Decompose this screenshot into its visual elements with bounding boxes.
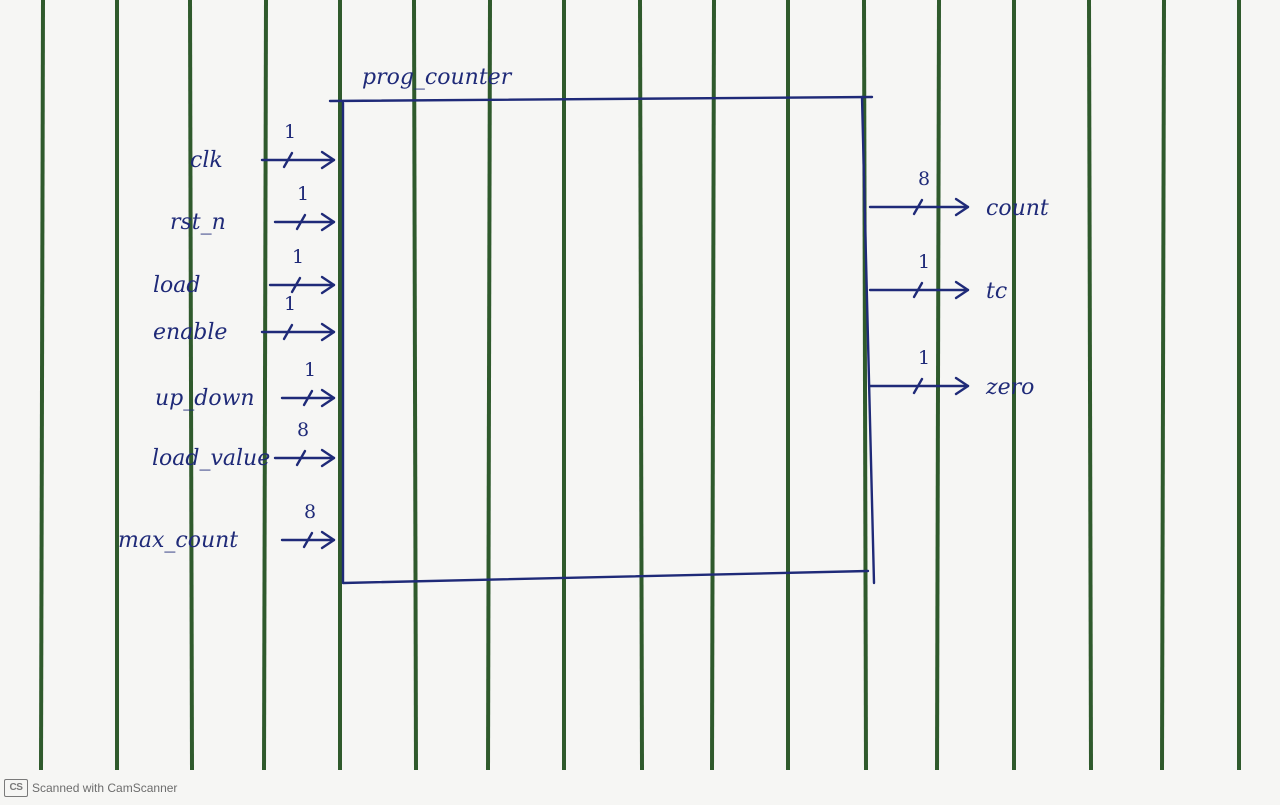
block-diagram: prog_counter clk1rst_n1load1enable1up_do…	[118, 65, 1049, 585]
output-width-label: 8	[918, 168, 930, 190]
input-port-clk: clk 1	[190, 121, 336, 173]
arrowhead	[320, 388, 336, 408]
input-port-load-value: load_value 8	[152, 419, 336, 471]
arrowhead	[320, 530, 336, 550]
bus-slash	[282, 323, 294, 341]
bus-slash	[302, 389, 314, 407]
input-port-label: rst_n	[170, 210, 226, 235]
input-width-label: 1	[284, 121, 296, 143]
arrowhead	[954, 197, 970, 217]
input-port-label: clk	[190, 148, 223, 173]
input-port-load: load 1	[153, 246, 336, 298]
input-port-label: max_count	[118, 528, 238, 553]
input-port-label: enable	[153, 320, 227, 345]
input-port-enable: enable 1	[153, 293, 336, 345]
ruled-line	[188, 0, 194, 771]
ruled-lines	[39, 0, 1241, 771]
ruled-line	[1160, 0, 1166, 771]
ruled-line	[862, 0, 868, 771]
ruled-line	[486, 0, 492, 771]
bus-slash	[912, 198, 924, 216]
bus-slash	[912, 281, 924, 299]
bus-slash	[295, 449, 307, 467]
output-width-label: 1	[918, 251, 930, 273]
bus-slash	[302, 531, 314, 549]
input-port-rst-n: rst_n 1	[170, 183, 336, 235]
output-width-label: 1	[918, 347, 930, 369]
ruled-line	[412, 0, 418, 771]
arrowhead	[954, 280, 970, 300]
ruled-line	[710, 0, 716, 771]
block-title: prog_counter	[362, 65, 513, 90]
arrowhead	[320, 150, 336, 170]
bus-slash	[282, 151, 294, 169]
output-port-tc: 1 tc	[868, 251, 1007, 304]
input-port-label: load	[153, 273, 200, 298]
output-port-label: tc	[986, 279, 1007, 304]
title-underline	[328, 95, 874, 103]
ruled-line	[638, 0, 644, 771]
arrowhead	[320, 212, 336, 232]
scanner-watermark: CS Scanned with CamScanner	[4, 779, 177, 797]
camscanner-logo-icon: CS	[4, 779, 28, 797]
ruled-line	[39, 0, 45, 771]
input-port-up-down: up_down 1	[155, 359, 336, 411]
bus-slash	[295, 213, 307, 231]
input-width-label: 1	[297, 183, 309, 205]
arrowhead	[954, 376, 970, 396]
output-ports: 8 count 1 tc 1 zero	[868, 168, 1049, 400]
input-width-label: 8	[304, 501, 316, 523]
output-port-label: zero	[985, 375, 1034, 400]
input-ports: clk 1 rst_n 1 load 1 enable 1 up_down 1 load_value…	[118, 121, 336, 553]
ruled-line	[262, 0, 268, 771]
output-port-count: 8 count	[868, 168, 1049, 221]
input-port-max-count: max_count 8	[118, 501, 336, 553]
arrowhead	[320, 275, 336, 295]
input-width-label: 8	[297, 419, 309, 441]
watermark-text: Scanned with CamScanner	[32, 781, 178, 795]
input-port-label: up_down	[155, 386, 255, 411]
bus-slash	[912, 377, 924, 395]
ruled-line	[1087, 0, 1093, 771]
input-width-label: 1	[284, 293, 296, 315]
input-width-label: 1	[292, 246, 304, 268]
arrowhead	[320, 322, 336, 342]
input-port-label: load_value	[152, 446, 270, 471]
bus-slash	[290, 276, 302, 294]
block-box	[341, 95, 876, 585]
output-port-zero: 1 zero	[868, 347, 1034, 400]
arrowhead	[320, 448, 336, 468]
input-width-label: 1	[304, 359, 316, 381]
output-port-label: count	[986, 196, 1049, 221]
